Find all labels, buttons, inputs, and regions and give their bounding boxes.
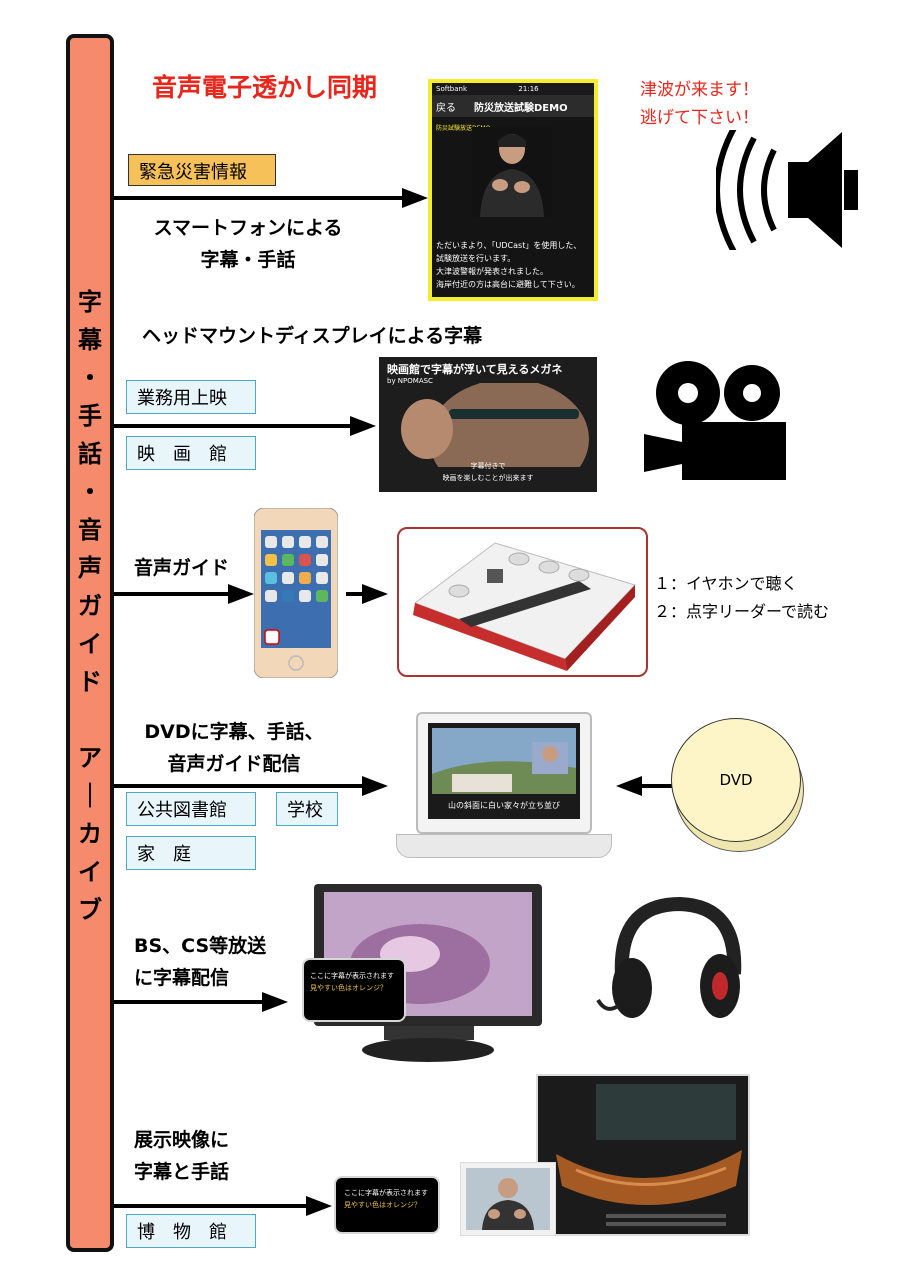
braille-device-frame <box>397 527 648 677</box>
page-title: 音声電子透かし同期 <box>152 73 378 102</box>
smartphone-caption: スマートフォンによる 字幕・手話 <box>153 217 343 271</box>
arrow-line-1 <box>114 196 406 200</box>
dvd-disc-icon: DVD <box>671 718 801 842</box>
tv-phone-line2: 見やすい色はオレンジ？ <box>310 984 387 992</box>
arrow-line-2 <box>114 424 354 428</box>
tsunami-warning-text: 津波が来ます！ 逃げて下さい！ <box>640 80 759 128</box>
braille-reader-image <box>413 542 636 671</box>
movie-subtitle: 字幕付きで 映画を楽しむことが出来ます <box>442 462 534 482</box>
speaker-icon <box>716 130 858 250</box>
laptop-subtitle: 山の斜面に白い家々が立ち並び <box>448 801 560 810</box>
museum-exhibit-image <box>536 1074 750 1236</box>
television-image <box>314 884 542 1062</box>
arrow-line-3b <box>346 592 366 596</box>
arrowhead-1 <box>402 188 428 208</box>
pillar-text: 字 幕 ・ 手 話 ・ 音 声 ガ イ ド ア ｜ カ イ ブ <box>78 288 102 924</box>
home-label: 家 庭 <box>126 836 256 870</box>
movie-glasses-image: 映画館で字幕が浮いて見えるメガネ by NPOMASC 字幕付きで 映画を楽しむ… <box>379 357 597 492</box>
bs-caption: BS、CS等放送 に字幕配信 <box>134 935 267 989</box>
public-library-label: 公共図書館 <box>126 792 256 826</box>
school-label: 学校 <box>276 792 338 826</box>
sign-language-interpreter-image <box>460 1162 556 1236</box>
phone-small-label: 防災試験放送DEMO <box>436 125 491 132</box>
arrow-line-3 <box>114 592 230 596</box>
museum-label: 博 物 館 <box>126 1214 256 1248</box>
phone-title: 防災放送試験DEMO <box>474 102 568 114</box>
arrowhead-5 <box>616 776 642 796</box>
arrow-line-5 <box>642 784 676 788</box>
signer-person-image <box>472 127 552 217</box>
arrowhead-4 <box>362 776 388 796</box>
phone-back-button[interactable]: 戻る <box>436 102 456 114</box>
audio-guide-label: 音声ガイド <box>134 557 230 579</box>
business-screening-label: 業務用上映 <box>126 380 256 414</box>
arrowhead-6 <box>262 992 288 1012</box>
arrowhead-7 <box>306 1196 332 1216</box>
arrow-line-4 <box>114 784 364 788</box>
movie-camera-icon <box>644 361 786 480</box>
arrowhead-3b <box>362 584 388 604</box>
hmd-caption: ヘッドマウントディスプレイによる字幕 <box>142 325 483 347</box>
arrow-line-6 <box>114 1000 264 1004</box>
smartphone-image <box>254 508 338 678</box>
headphones-image <box>596 896 742 1018</box>
arrowhead-2 <box>350 416 376 436</box>
audio-guide-notes: １：イヤホンで聴く ２：点字リーダーで読む <box>654 574 830 621</box>
arrowhead-3 <box>228 584 254 604</box>
movie-headline: 映画館で字幕が浮いて見えるメガネ <box>387 363 563 376</box>
dvd-caption: DVDに字幕、手話、 音声ガイド配信 <box>144 721 324 775</box>
cinema-label: 映 画 館 <box>126 436 256 470</box>
phone-carrier: Softbank <box>436 85 468 93</box>
emergency-label: 緊急災害情報 <box>128 154 276 186</box>
tv-phone-line1: ここに字幕が表示されます <box>310 972 394 980</box>
museum-phone-line2: 見やすい色はオレンジ？ <box>344 1201 421 1209</box>
tv-phone-overlay: ここに字幕が表示されます 見やすい色はオレンジ？ <box>302 958 406 1022</box>
laptop-image: 山の斜面に白い家々が立ち並び <box>416 712 592 834</box>
exhibit-caption: 展示映像に 字幕と手話 <box>134 1129 230 1183</box>
movie-by: by NPOMASC <box>387 377 433 385</box>
laptop-base <box>396 834 612 858</box>
dvd-disc-label: DVD <box>719 771 753 789</box>
phone-demo-screen: Softbank 21:16 戻る 防災放送試験DEMO 防災試験放送DEMO … <box>428 79 598 301</box>
phone-time: 21:16 <box>518 85 539 93</box>
arrow-line-7 <box>114 1204 310 1208</box>
phone-body-text: ただいまより、「UDCast」を使用した、 試験放送を行います。 大津波警報が発… <box>436 241 582 289</box>
museum-phone-line1: ここに字幕が表示されます <box>344 1189 428 1197</box>
vertical-pillar: 字 幕 ・ 手 話 ・ 音 声 ガ イ ド ア ｜ カ イ ブ <box>66 34 114 1252</box>
museum-phone-overlay: ここに字幕が表示されます 見やすい色はオレンジ？ <box>334 1176 440 1234</box>
